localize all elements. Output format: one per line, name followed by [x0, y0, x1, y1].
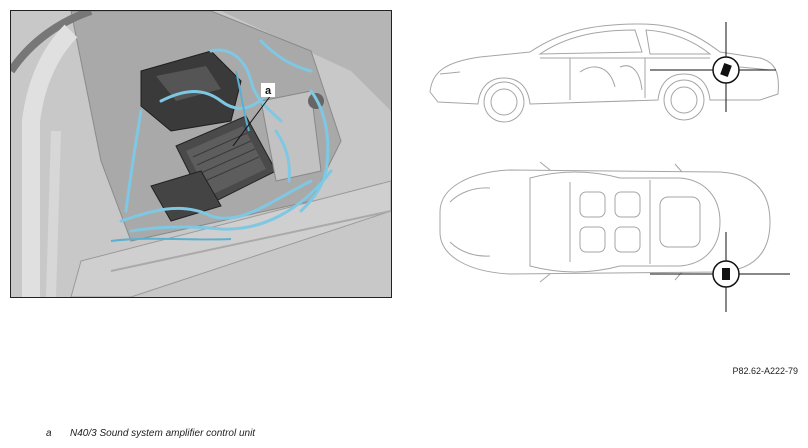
- legend-row: a N40/3 Sound system amplifier control u…: [46, 428, 255, 439]
- figure-reference-code: P82.62-A222-79: [732, 366, 798, 376]
- trunk-detail-illustration: a: [10, 10, 392, 298]
- trunk-interior-drawing: a: [11, 11, 391, 297]
- location-marker-side: [650, 22, 776, 112]
- vehicle-diagram: [429, 22, 790, 312]
- top-view-car: [439, 161, 771, 283]
- legend-letter: a: [46, 428, 52, 439]
- vehicle-location-views: [420, 12, 796, 312]
- side-view-car: [429, 23, 779, 123]
- legend-text: N40/3 Sound system amplifier control uni…: [70, 428, 256, 439]
- callout-label-a: a: [265, 85, 272, 97]
- location-marker-top: [650, 232, 790, 312]
